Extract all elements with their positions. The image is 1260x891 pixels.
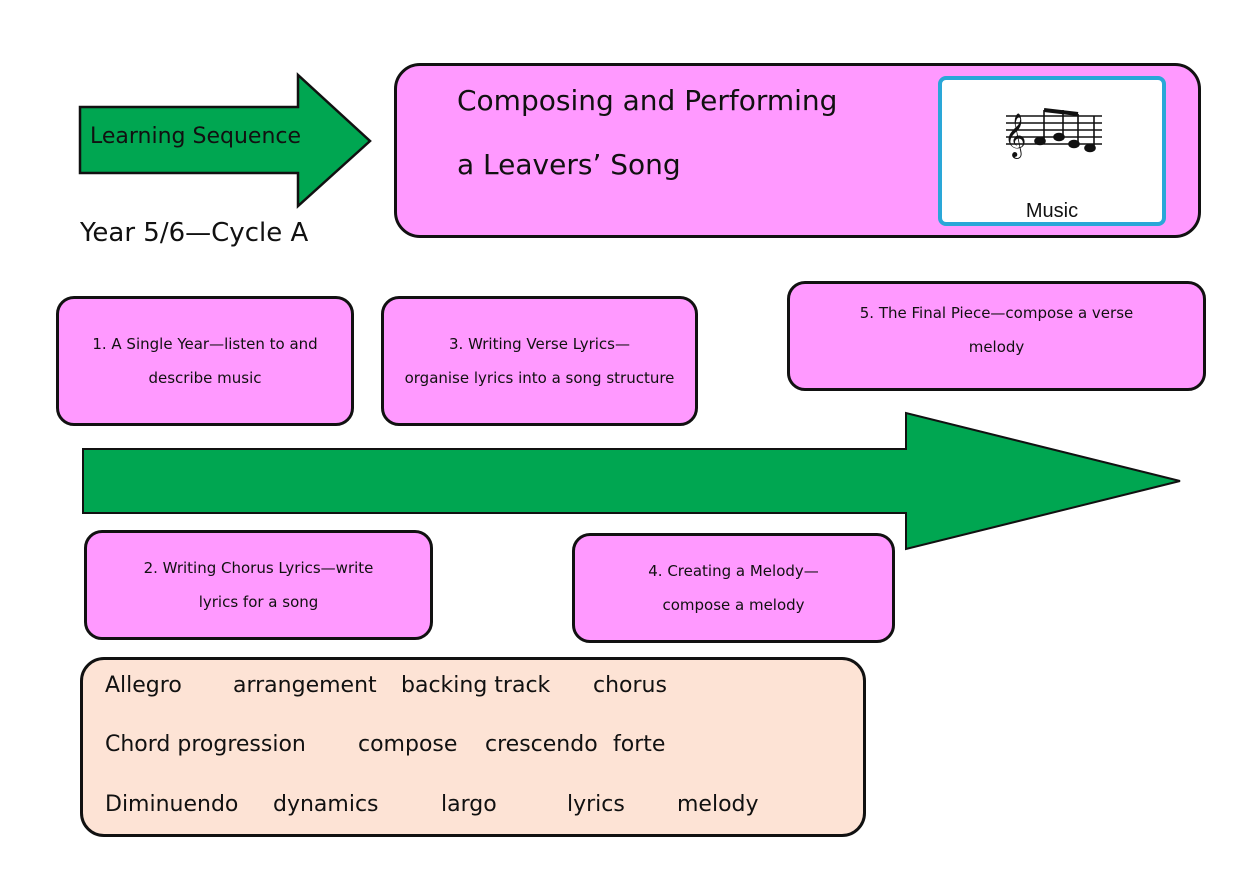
vocabulary-box: Allegro arrangement backing track chorus… [80, 657, 866, 837]
lesson-1-line2: describe music [148, 369, 262, 387]
vocab-word: dynamics [273, 792, 379, 817]
vocab-word: backing track [401, 673, 551, 698]
title-box: Composing and Performing a Leavers’ Song… [394, 63, 1201, 238]
vocab-word: compose [358, 732, 458, 757]
lesson-5-line1: 5. The Final Piece—compose a verse [859, 304, 1134, 322]
lesson-1-line1: 1. A Single Year—listen to and [92, 335, 318, 353]
subject-label: Music [1025, 200, 1079, 222]
lesson-2-line1: 2. Writing Chorus Lyrics—write [143, 559, 374, 577]
page-title-line2: a Leavers’ Song [457, 148, 681, 181]
lesson-1-box: 1. A Single Year—listen to and describe … [56, 296, 354, 426]
vocab-word: melody [677, 792, 759, 817]
lesson-3-line1: 3. Writing Verse Lyrics— [449, 335, 630, 353]
progression-arrow [82, 411, 1181, 551]
lesson-4-line2: compose a melody [662, 596, 805, 614]
svg-text:𝄞: 𝄞 [1004, 113, 1026, 159]
lesson-4-box: 4. Creating a Melody— compose a melody [572, 533, 895, 643]
vocab-word: chorus [593, 673, 667, 698]
vocab-row-1: Allegro arrangement backing track chorus [83, 673, 863, 713]
music-notes-icon: 𝄞 [1004, 108, 1102, 159]
vocab-word: arrangement [233, 673, 377, 698]
lesson-5-box: 5. The Final Piece—compose a verse melod… [787, 281, 1206, 391]
vocab-word: forte [613, 732, 666, 757]
learning-sequence-arrow [78, 72, 372, 209]
lesson-3-box: 3. Writing Verse Lyrics— organise lyrics… [381, 296, 698, 426]
vocab-row-2: Chord progression compose crescendo fort… [83, 732, 863, 772]
vocab-word: lyrics [567, 792, 625, 817]
lesson-5-line2: melody [968, 338, 1025, 356]
lesson-3-line2: organise lyrics into a song structure [404, 369, 675, 387]
vocab-word: Allegro [105, 673, 182, 698]
vocab-row-3: Diminuendo dynamics largo lyrics melody [83, 792, 863, 832]
year-cycle-label: Year 5/6—Cycle A [80, 218, 309, 248]
vocab-word: largo [441, 792, 497, 817]
lesson-4-line1: 4. Creating a Melody— [648, 562, 819, 580]
lesson-2-box: 2. Writing Chorus Lyrics—write lyrics fo… [84, 530, 433, 640]
vocab-word: crescendo [485, 732, 598, 757]
subject-card: 𝄞 Music [938, 76, 1166, 226]
vocab-word: Chord progression [105, 732, 306, 757]
vocab-word: Diminuendo [105, 792, 239, 817]
lesson-2-line2: lyrics for a song [198, 593, 319, 611]
page-title-line1: Composing and Performing [457, 84, 838, 117]
learning-sequence-label: Learning Sequence [90, 124, 302, 149]
